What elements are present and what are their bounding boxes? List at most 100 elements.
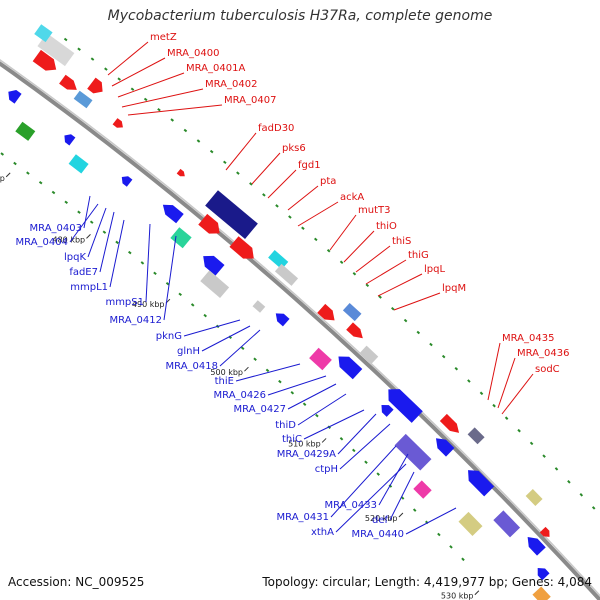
gc-track-outer-tick: [517, 428, 521, 433]
gc-track-outer-tick: [130, 87, 135, 91]
position-tick-mark: [321, 438, 327, 443]
forward-gene-label: metZ: [150, 32, 177, 43]
forward-gene-leader: [297, 201, 339, 227]
reverse-gene-label: MRA_0418: [166, 361, 218, 372]
gc-track-outer-tick: [378, 295, 382, 299]
gc-track-outer-tick: [542, 454, 546, 458]
forward-gene-glyph: [346, 322, 363, 339]
gc-track-inner-tick: [352, 448, 356, 453]
forward-gene-leader: [497, 357, 516, 409]
forward-gene-label: lpqL: [424, 264, 445, 275]
reverse-gene-glyph: [338, 356, 363, 380]
forward-gene-label: mutT3: [358, 205, 390, 216]
reverse-gene-glyph: [8, 89, 22, 104]
gc-track-outer-tick: [339, 260, 344, 264]
forward-gene-label: thiG: [408, 250, 429, 261]
reverse-gene-label: mmpL1: [70, 282, 108, 293]
gc-track-inner-tick: [89, 220, 94, 224]
reverse-gene-label: fadE7: [69, 267, 98, 278]
reverse-gene-label: MRA_0431: [277, 512, 329, 523]
forward-gene-leader: [127, 104, 223, 116]
reverse-gene-leader: [69, 203, 99, 243]
gc-track-inner-tick: [140, 261, 145, 265]
forward-gene-label: fgd1: [298, 160, 321, 171]
gc-track-inner-tick: [437, 532, 441, 537]
gc-track-inner-tick: [190, 303, 195, 307]
reverse-gene-leader: [267, 375, 327, 396]
forward-gene-glyph: [34, 24, 53, 43]
backbone-shadow: [0, 59, 600, 597]
forward-gene-glyph: [229, 236, 254, 259]
forward-gene-label: pks6: [282, 143, 306, 154]
forward-gene-label: thiO: [376, 221, 397, 232]
reverse-gene-leader: [201, 325, 251, 352]
reverse-gene-glyph: [203, 255, 225, 276]
gc-track-outer-tick: [196, 139, 201, 143]
gc-track-inner-tick: [64, 200, 68, 205]
reverse-gene-glyph: [162, 204, 184, 224]
forward-gene-glyph: [342, 303, 362, 322]
gc-track-inner-tick: [290, 391, 295, 395]
forward-gene-label: MRA_0401A: [186, 63, 245, 74]
forward-gene-glyph: [525, 488, 543, 507]
forward-gene-leader: [329, 214, 357, 251]
reverse-gene-leader: [219, 329, 261, 367]
forward-gene-glyph: [268, 250, 289, 270]
forward-gene-leader: [251, 152, 281, 185]
gc-track-inner-tick: [412, 508, 417, 512]
gc-track-outer-tick: [77, 47, 81, 51]
gc-track-inner-tick: [0, 152, 5, 156]
gc-track-inner-tick: [302, 402, 307, 406]
gc-track-inner-tick: [388, 484, 393, 488]
position-tick-label: 530 kbp: [441, 592, 474, 600]
gc-track-outer-tick: [567, 480, 571, 484]
reverse-gene-leader: [287, 383, 337, 410]
gc-track-inner-tick: [128, 250, 132, 255]
gc-track-inner-tick: [240, 346, 245, 350]
forward-gene-leader: [355, 245, 391, 273]
reverse-gene-leader: [99, 211, 115, 273]
reverse-gene-label: pknG: [156, 331, 182, 342]
forward-gene-leader: [365, 259, 407, 285]
gc-track-outer-tick: [236, 171, 240, 175]
reverse-gene-leader: [235, 363, 301, 382]
forward-gene-leader: [287, 185, 319, 211]
forward-gene-glyph: [359, 345, 379, 364]
forward-gene-label: MRA_0436: [517, 348, 569, 359]
gc-track-inner-tick: [165, 281, 170, 286]
forward-gene-glyph: [32, 49, 57, 71]
gc-track-outer-tick: [170, 118, 174, 122]
reverse-gene-leader: [87, 207, 107, 258]
reverse-gene-glyph: [532, 586, 551, 600]
position-tick-label: 500 kbp: [210, 368, 243, 377]
forward-gene-leader: [343, 230, 375, 263]
reverse-gene-leader: [335, 463, 407, 533]
forward-gene-label: MRA_0407: [224, 95, 276, 106]
reverse-gene-label: glnH: [177, 346, 200, 357]
gc-track-outer-tick: [454, 366, 459, 371]
reverse-gene-glyph: [170, 227, 192, 249]
forward-gene-leader: [267, 169, 297, 199]
reverse-gene-label: MRA_0433: [325, 500, 377, 511]
forward-gene-glyph: [317, 303, 335, 321]
gc-track-outer-tick: [504, 416, 509, 420]
forward-gene-label: MRA_0402: [205, 79, 257, 90]
forward-gene-glyph: [198, 213, 220, 234]
gc-track-inner-tick: [376, 472, 380, 476]
reverse-gene-glyph: [468, 470, 495, 497]
reverse-gene-label: thiD: [275, 420, 296, 431]
gc-track-inner-tick: [51, 190, 56, 195]
forward-gene-leader: [501, 373, 534, 415]
reverse-gene-label: MRA_0427: [234, 404, 286, 415]
reverse-gene-label: MRA_0412: [110, 315, 162, 326]
gc-track-outer-tick: [467, 379, 471, 383]
genome-summary-label: Topology: circular; Length: 4,419,977 bp…: [262, 575, 592, 589]
reverse-gene-glyph: [252, 300, 266, 313]
gc-track-outer-tick: [391, 306, 395, 311]
reverse-gene-leader: [163, 235, 177, 321]
gc-track-outer-tick: [365, 283, 370, 288]
gc-track-outer-tick: [183, 128, 188, 133]
reverse-gene-glyph: [64, 134, 76, 146]
reverse-gene-leader: [339, 423, 391, 470]
